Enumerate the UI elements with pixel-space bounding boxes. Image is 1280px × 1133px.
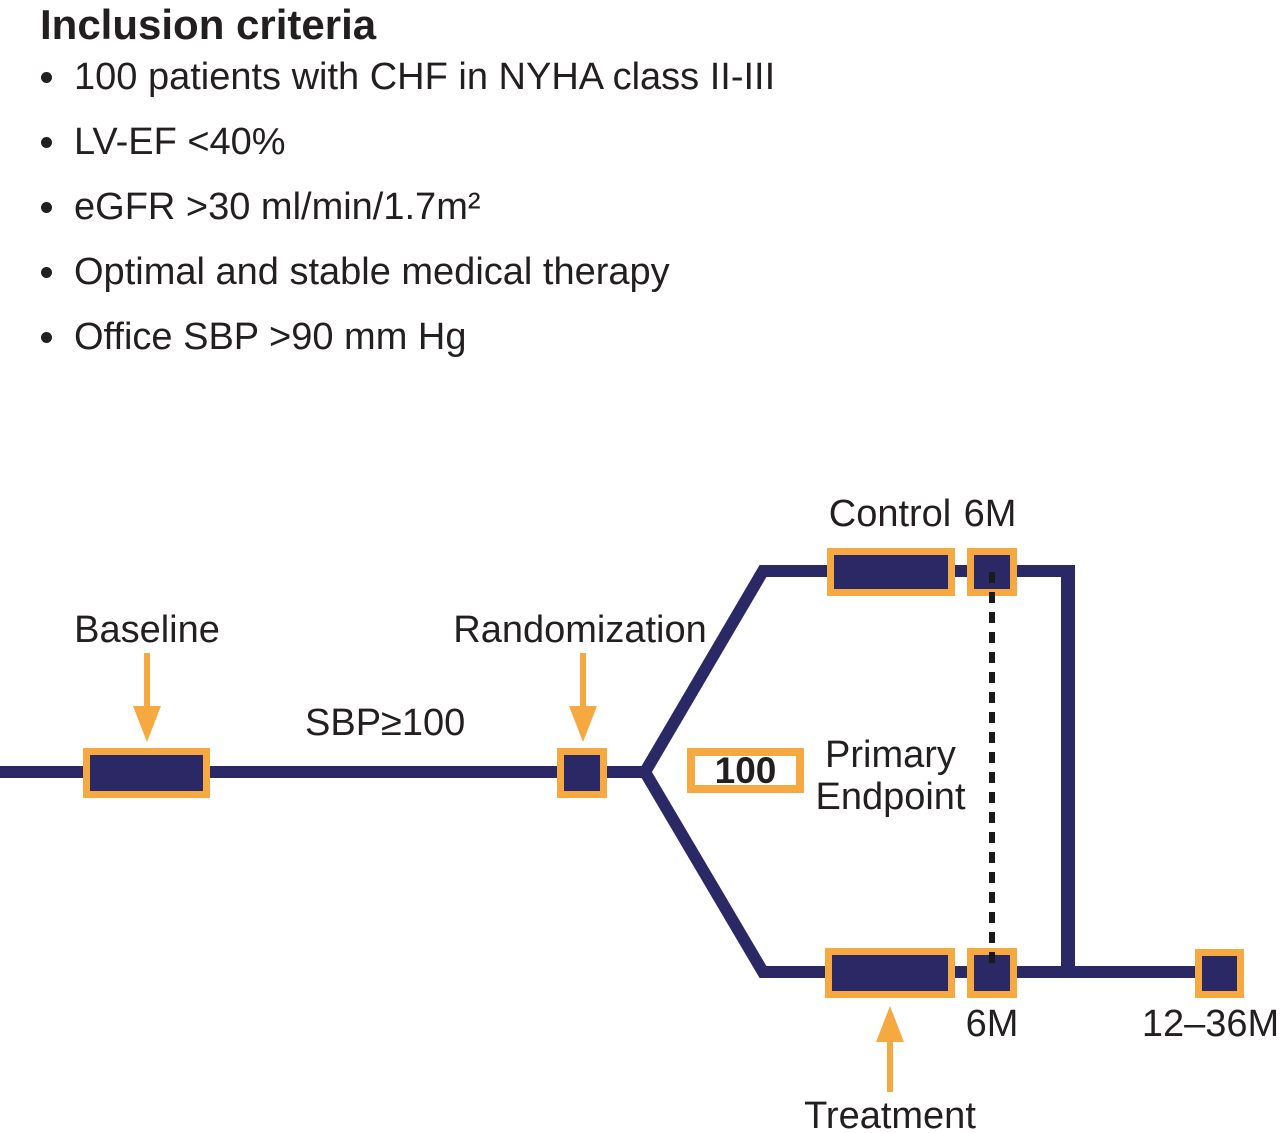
randomization-arrow bbox=[569, 653, 597, 742]
primary-endpoint-line1: Primary bbox=[825, 734, 956, 776]
treatment-arrow bbox=[876, 1006, 904, 1092]
criteria-item: LV-EF <40% bbox=[70, 122, 1040, 162]
treatment-branch-line bbox=[639, 768, 1220, 978]
sbp-threshold-label: SBP≥100 bbox=[305, 702, 466, 744]
treatment-arm-label: Treatment bbox=[804, 1095, 976, 1133]
control-6m-label: 6M bbox=[963, 493, 1017, 535]
control-arm-label: Control bbox=[828, 493, 952, 535]
inclusion-criteria-title: Inclusion criteria bbox=[40, 1, 377, 48]
criteria-item: Optimal and stable medical therapy bbox=[70, 252, 1040, 292]
criteria-item: eGFR >30 ml/min/1.7m² bbox=[70, 187, 1040, 227]
inclusion-criteria-list: 100 patients with CHF in NYHA class II-I… bbox=[40, 57, 1040, 357]
randomization-label: Randomization bbox=[453, 609, 707, 651]
baseline-box bbox=[83, 748, 210, 798]
enrollment-count-label: 100 bbox=[714, 750, 777, 791]
primary-endpoint-line2: Endpoint bbox=[815, 776, 966, 818]
criteria-item: Office SBP >90 mm Hg bbox=[70, 317, 1040, 357]
primary-endpoint-label: Primary Endpoint bbox=[788, 734, 993, 818]
treatment-box bbox=[825, 948, 955, 998]
baseline-arrow bbox=[133, 653, 161, 742]
followup-box bbox=[1195, 949, 1244, 998]
followup-label: 12–36M bbox=[1141, 1003, 1280, 1045]
enrollment-count-box bbox=[687, 748, 804, 793]
inclusion-criteria-section: Inclusion criteria 100 patients with CHF… bbox=[40, 2, 1040, 382]
control-branch-line bbox=[639, 565, 1062, 776]
control-box bbox=[827, 548, 955, 596]
criteria-item: 100 patients with CHF in NYHA class II-I… bbox=[70, 57, 1040, 97]
treatment-6m-label: 6M bbox=[965, 1003, 1019, 1045]
baseline-label: Baseline bbox=[74, 609, 220, 651]
randomization-box bbox=[557, 748, 607, 798]
